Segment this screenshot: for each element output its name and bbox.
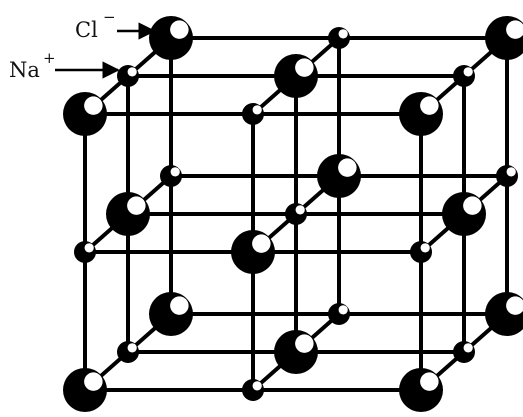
chloride-ion [274, 54, 318, 98]
sodium-ion [160, 165, 182, 187]
lattice-ions [63, 16, 523, 412]
chloride-ion [106, 192, 150, 236]
sodium-ion [453, 341, 475, 363]
sodium-ion [117, 65, 139, 87]
chloride-ion [274, 330, 318, 374]
chloride-charge: − [103, 8, 116, 26]
sodium-ion [496, 165, 518, 187]
sodium-legend: Na + [9, 49, 120, 82]
chloride-label: Cl [75, 18, 98, 42]
chloride-ion [149, 292, 193, 336]
sodium-ion [242, 379, 264, 401]
chloride-ion [399, 368, 443, 412]
sodium-ion [74, 241, 96, 263]
sodium-charge: + [43, 49, 56, 67]
chloride-ion [485, 292, 523, 336]
chloride-ion [149, 16, 193, 60]
sodium-ion [285, 203, 307, 225]
sodium-ion [453, 65, 475, 87]
chloride-ion [63, 368, 107, 412]
sodium-label: Na [9, 58, 40, 82]
chloride-legend: Cl − [75, 8, 156, 42]
sodium-ion [117, 341, 139, 363]
chloride-ion [442, 192, 486, 236]
chloride-ion [317, 154, 361, 198]
sodium-ion [410, 241, 432, 263]
sodium-ion [328, 27, 350, 49]
chloride-ion [399, 92, 443, 136]
chloride-ion [485, 16, 523, 60]
sodium-ion [328, 303, 350, 325]
sodium-ion [242, 103, 264, 125]
chloride-ion [63, 92, 107, 136]
chloride-ion [231, 230, 275, 274]
